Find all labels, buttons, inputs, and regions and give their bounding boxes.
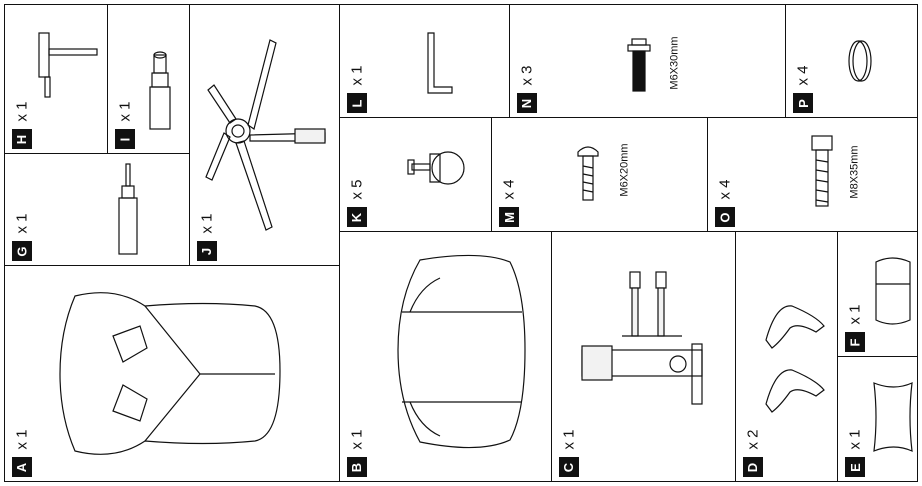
bolt-m8x35-illustration bbox=[708, 118, 919, 233]
part-cell-n: x 3 N M6X30mm bbox=[509, 4, 786, 118]
part-m-spec: M6X20mm bbox=[619, 143, 631, 196]
gas-cylinder-illustration bbox=[5, 154, 191, 267]
armrest-pair-illustration bbox=[736, 232, 839, 483]
part-o-spec: M8X35mm bbox=[849, 145, 861, 198]
bolt-m6x30-illustration bbox=[510, 5, 787, 119]
part-cell-p: x 4 P bbox=[785, 4, 918, 118]
part-cell-c: x 1 C bbox=[551, 231, 736, 482]
part-cell-l: x 1 L bbox=[339, 4, 510, 118]
part-cell-h: x 1 H bbox=[4, 4, 108, 154]
backrest-illustration bbox=[5, 266, 341, 483]
allen-key-illustration bbox=[340, 5, 511, 119]
part-cell-f: x 1 F bbox=[837, 231, 918, 357]
seat-mechanism-illustration bbox=[552, 232, 737, 483]
part-cell-j: x 1 J bbox=[189, 4, 340, 266]
caster-wheel-illustration bbox=[340, 118, 493, 233]
gas-lift-cover-illustration bbox=[108, 5, 191, 155]
washer-illustration bbox=[786, 5, 919, 119]
part-cell-a: x 1 A bbox=[4, 265, 340, 482]
part-cell-o: x 4 O M8X35mm bbox=[707, 117, 918, 232]
lumbar-pillow-illustration bbox=[838, 232, 919, 358]
part-cell-d: x 2 D bbox=[735, 231, 838, 482]
part-cell-b: x 1 B bbox=[339, 231, 552, 482]
seat-cushion-illustration bbox=[340, 232, 553, 483]
part-cell-k: x 5 K bbox=[339, 117, 492, 232]
part-cell-e: x 1 E bbox=[837, 356, 918, 482]
part-cell-g: x 1 G bbox=[4, 153, 190, 266]
head-pillow-illustration bbox=[838, 357, 919, 483]
part-cell-m: x 4 M M6X20mm bbox=[491, 117, 708, 232]
bolt-m6x20-illustration bbox=[492, 118, 709, 233]
part-cell-i: x 1 I bbox=[107, 4, 190, 154]
part-n-spec: M6X30mm bbox=[669, 36, 681, 89]
five-star-base-illustration bbox=[190, 5, 341, 267]
t-handle-wrench-illustration bbox=[5, 5, 109, 155]
